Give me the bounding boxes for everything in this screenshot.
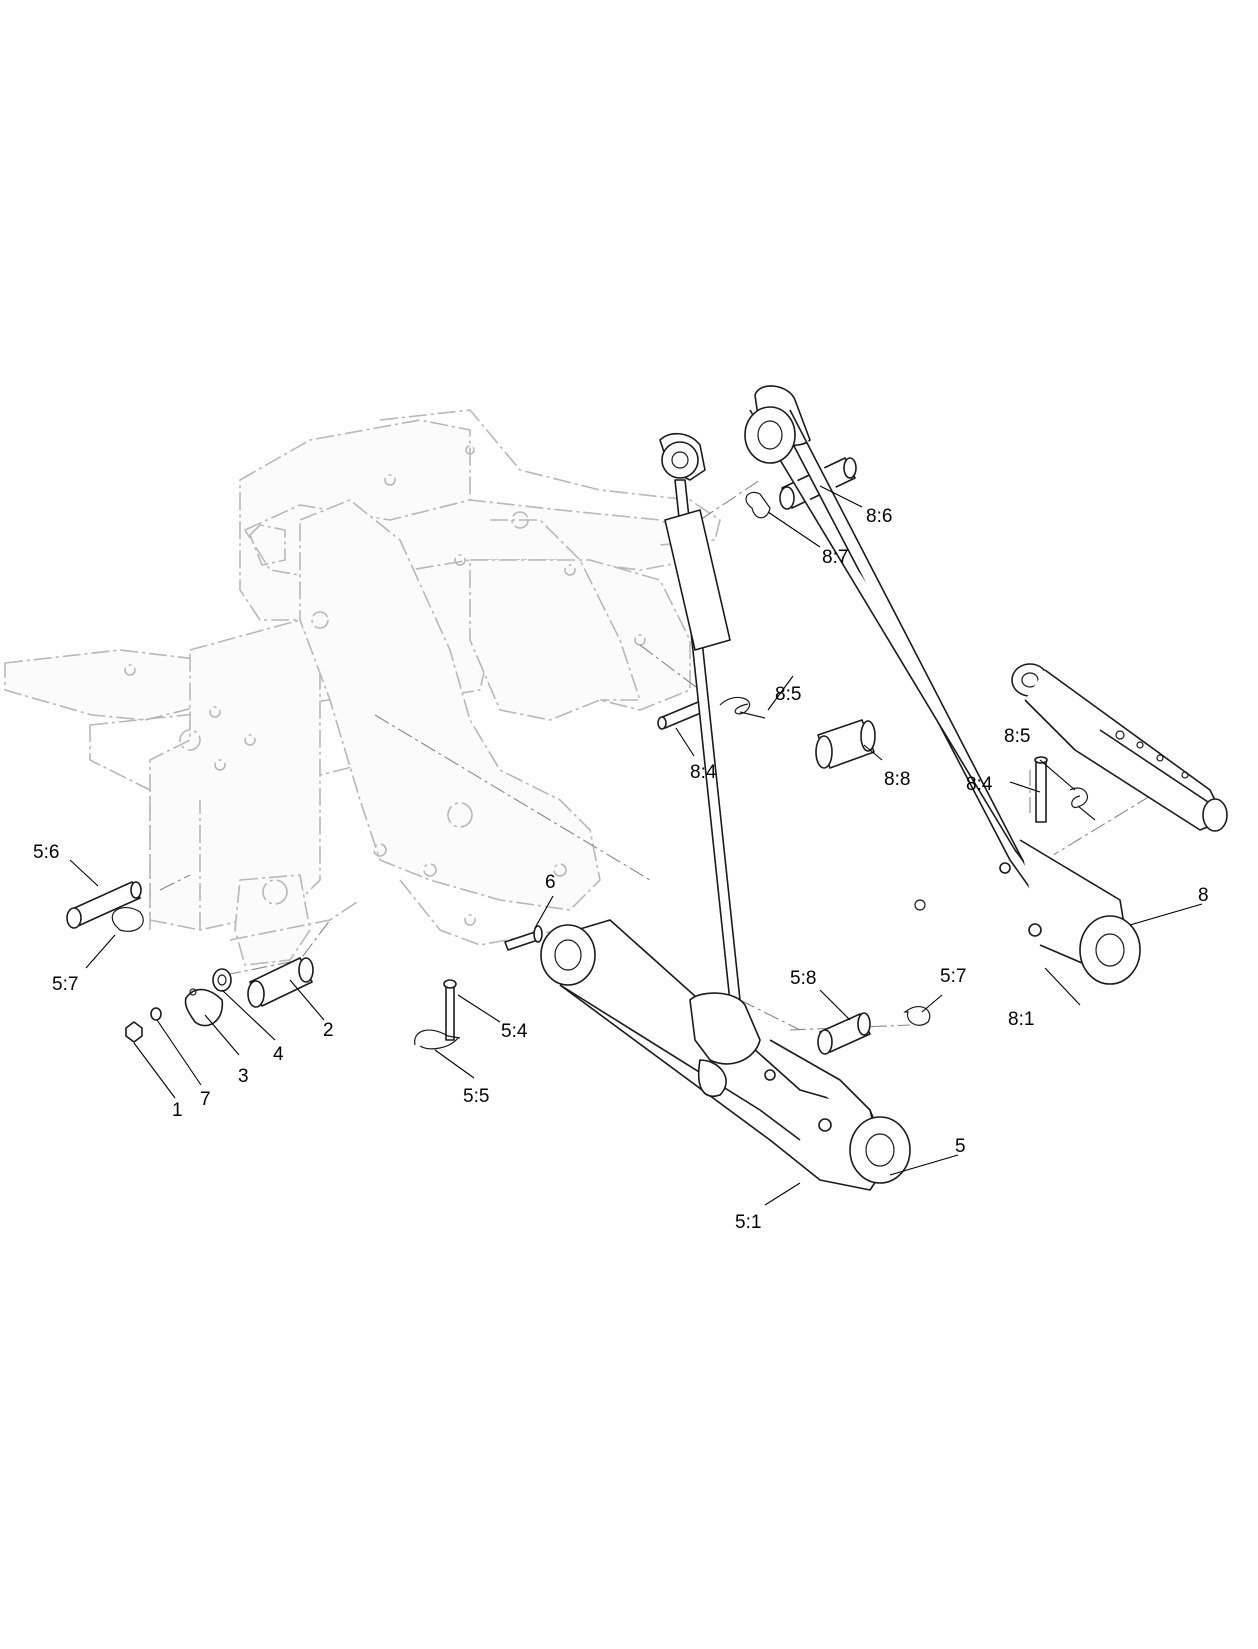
part-4-spacer <box>212 968 232 992</box>
callout-5-8: 5:8 <box>790 968 816 989</box>
callout-5: 5 <box>955 1136 966 1157</box>
callout-8-4: 8:4 <box>966 774 993 795</box>
part-5-5-clip <box>414 1029 461 1050</box>
part-3-plate <box>184 988 224 1027</box>
callout-8-5: 8:5 <box>1004 726 1030 747</box>
lower-link-8 <box>744 385 1141 985</box>
top-link <box>659 432 761 1097</box>
callout-8-4: 8:4 <box>690 762 717 783</box>
callout-5-4: 5:4 <box>501 1021 528 1042</box>
part-5-6-pin <box>66 881 142 929</box>
part-8-4-pin-a <box>657 699 709 730</box>
callout-6: 6 <box>545 872 556 893</box>
part-5-8-pin <box>817 1012 871 1055</box>
callout-5-1: 5:1 <box>735 1212 761 1233</box>
callout-8-5: 8:5 <box>775 684 801 705</box>
callout-5-6: 5:6 <box>33 842 59 863</box>
callout-8-1: 8:1 <box>1008 1009 1034 1030</box>
callout-5-7: 5:7 <box>940 966 966 987</box>
callout-5-5: 5:5 <box>463 1086 489 1107</box>
leader-lines <box>69 485 1203 1206</box>
callout-8-6: 8:6 <box>866 506 892 527</box>
part-1-nut <box>125 1021 143 1043</box>
callout-8: 8 <box>1198 885 1209 906</box>
part-5-7-clip-a <box>111 907 144 932</box>
part-5-4-pin <box>443 979 457 1041</box>
tractor-frame-phantom <box>4 409 721 966</box>
part-6-bolt <box>504 925 543 951</box>
part-8-8-pin <box>815 719 876 769</box>
part-8-5-clip-a <box>719 696 766 719</box>
part-5-7-clip-b <box>903 1006 931 1026</box>
callout-2: 2 <box>323 1020 334 1041</box>
part-2-pin <box>247 957 314 1008</box>
callout-8-7: 8:7 <box>822 547 848 568</box>
callout-5-7: 5:7 <box>52 974 78 995</box>
callout-3: 3 <box>238 1066 249 1087</box>
part-8-7-clip <box>745 491 771 519</box>
callout-4: 4 <box>273 1044 284 1065</box>
part-8-5-clip-b <box>1069 787 1096 821</box>
top-link-upper <box>1011 663 1228 832</box>
callout-8-8: 8:8 <box>884 769 910 790</box>
part-8-4-pin-b <box>1034 756 1048 823</box>
callout-7: 7 <box>200 1089 211 1110</box>
callout-1: 1 <box>172 1100 183 1121</box>
part-7-washer <box>150 1007 162 1021</box>
callout-labels: 8:6 8:7 8:5 8:4 8:8 8:5 8:4 8 8:1 5:6 5:… <box>33 506 1209 1233</box>
